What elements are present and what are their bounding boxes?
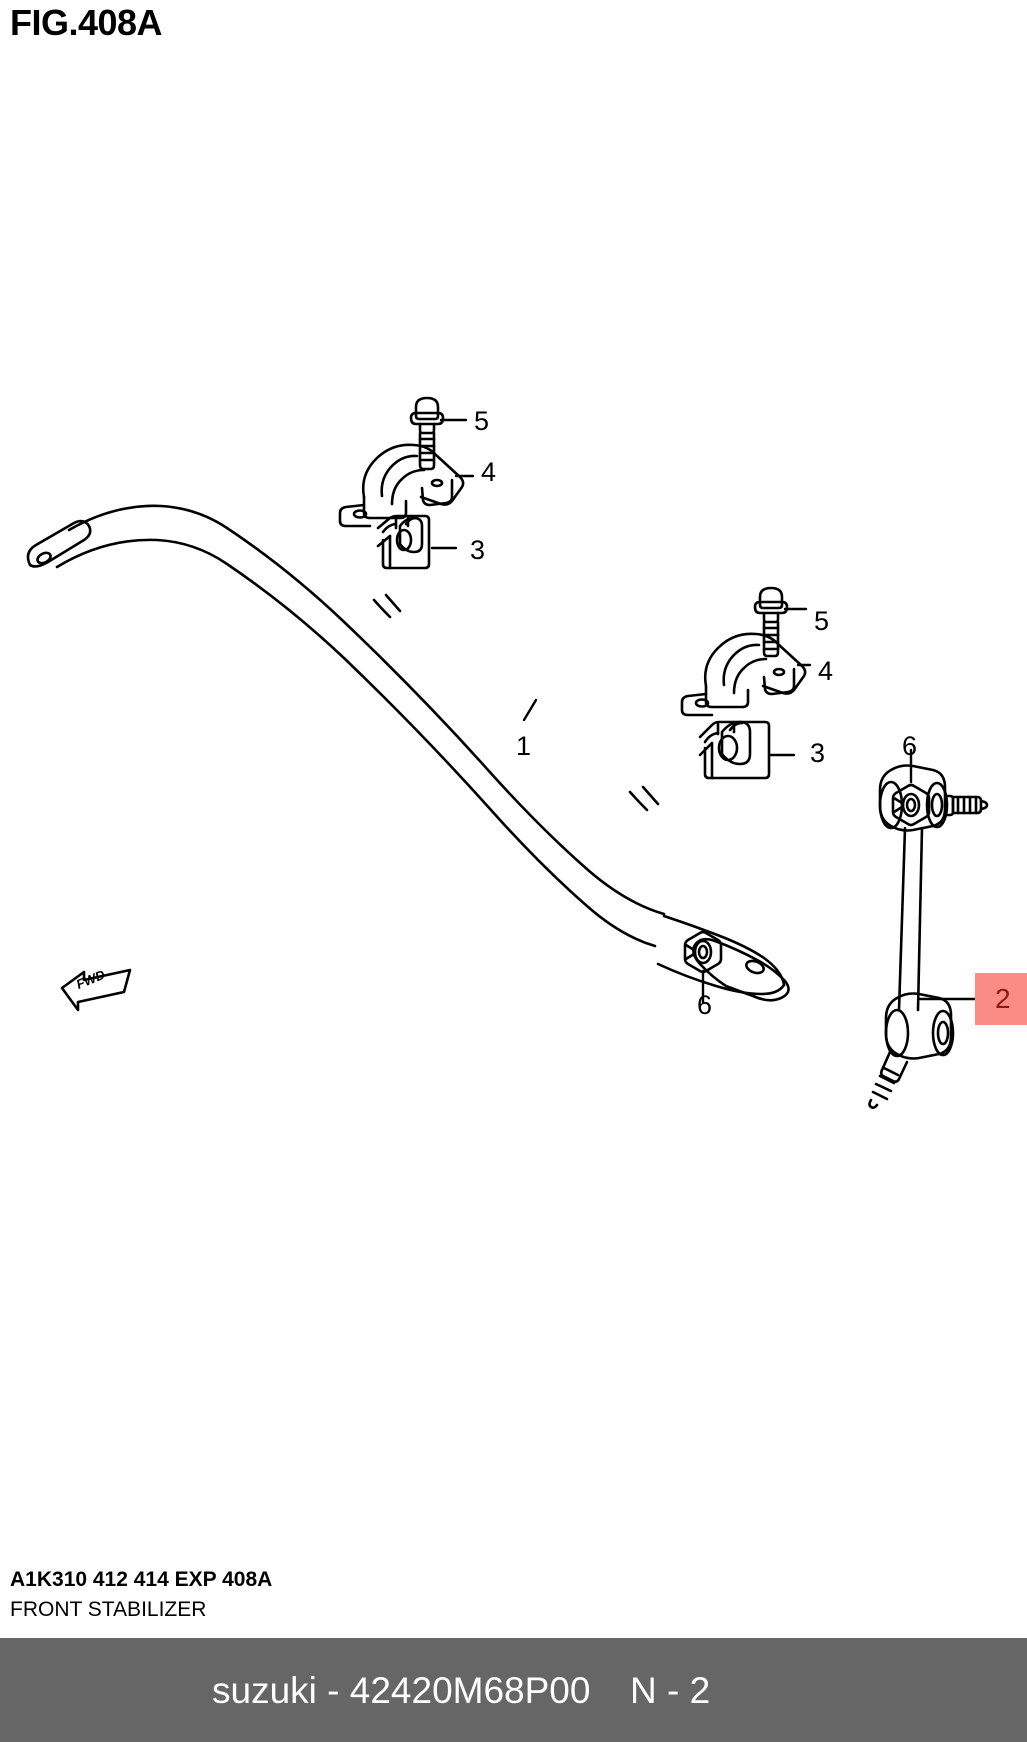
part-bushing-3a bbox=[376, 514, 458, 570]
part-clamp-4a bbox=[338, 443, 475, 528]
callout-number-6a[interactable]: 6 bbox=[902, 731, 918, 761]
part-nut-6a bbox=[891, 748, 931, 827]
callout-number-6b[interactable]: 6 bbox=[697, 990, 713, 1020]
highlighted-callout-2-label[interactable]: 2 bbox=[995, 983, 1011, 1014]
part-bushing-3b bbox=[698, 720, 796, 780]
callout-number-3b[interactable]: 3 bbox=[810, 738, 826, 768]
callout-number-5b[interactable]: 5 bbox=[814, 606, 830, 636]
footer-assembly-name: FRONT STABILIZER bbox=[10, 1598, 207, 1621]
part-stabilizer-bar bbox=[26, 504, 790, 1002]
callout-number-4a[interactable]: 4 bbox=[481, 457, 497, 487]
callout-number-1[interactable]: 1 bbox=[516, 731, 532, 761]
figure-title: FIG.408A bbox=[10, 2, 163, 43]
part-stabilizer-link-2 bbox=[868, 764, 989, 1109]
fwd-arrow-icon bbox=[60, 968, 132, 1012]
footer-reference-code: A1K310 412 414 EXP 408A bbox=[10, 1568, 273, 1591]
bottom-bar-page-number: N - 2 bbox=[630, 1670, 711, 1711]
bottom-bar bbox=[0, 1638, 1027, 1742]
callout-number-5a[interactable]: 5 bbox=[474, 406, 490, 436]
callout-number-3a[interactable]: 3 bbox=[470, 535, 486, 565]
part-bolt-5a bbox=[409, 396, 468, 471]
part-nut-6b bbox=[683, 930, 723, 1004]
part-clamp-4b bbox=[680, 632, 812, 717]
callout-number-4b[interactable]: 4 bbox=[818, 656, 834, 686]
bottom-bar-part-number: suzuki - 42420M68P00 bbox=[212, 1670, 591, 1711]
highlighted-callout-2-box[interactable] bbox=[975, 973, 1027, 1025]
part-bolt-5b bbox=[753, 586, 808, 658]
